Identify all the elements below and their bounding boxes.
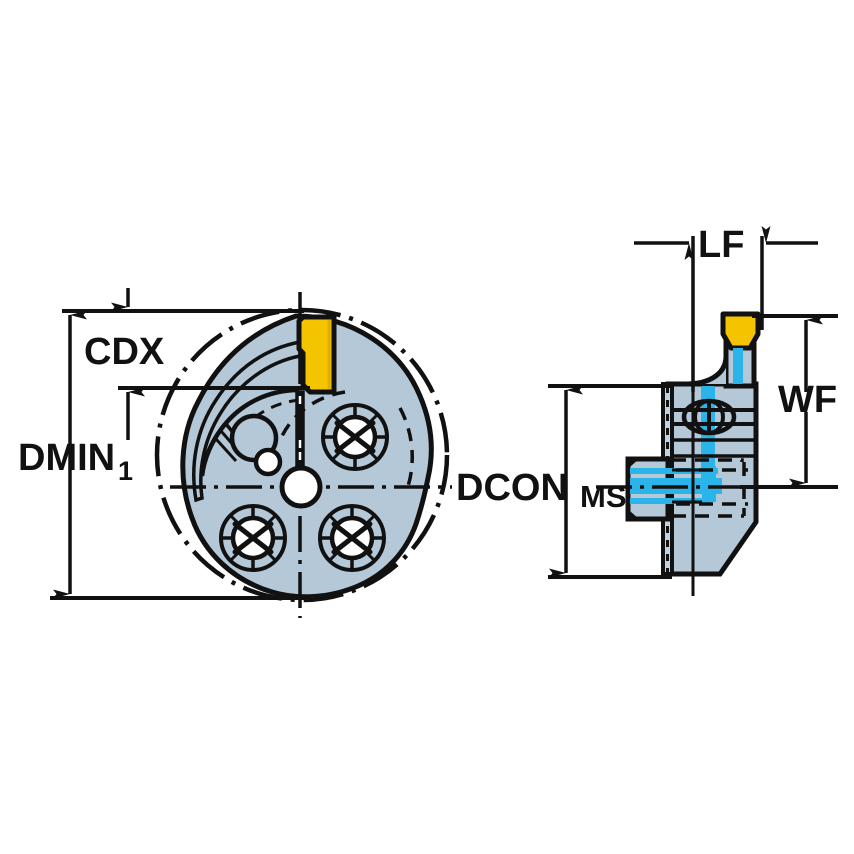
center-hole <box>279 465 323 509</box>
dimension-cdx: CDX <box>62 288 310 440</box>
screw-hole-right-upper <box>321 403 389 471</box>
side-view-neck-fillet-edge <box>685 355 729 387</box>
coolant-channel-junction <box>702 466 716 502</box>
dmin-label: DMIN <box>18 437 115 479</box>
screw-hole-left-lower <box>219 504 287 572</box>
ms-coupling-shank-chamfer-top <box>626 457 638 468</box>
pocket-face-line-3 <box>214 437 238 463</box>
dcon-label: DCON <box>456 467 568 509</box>
lf-label: LF <box>698 224 744 266</box>
screw-hole-right-lower <box>318 504 386 572</box>
wf-label: WF <box>778 379 837 421</box>
side-view-neck-fillet <box>692 360 726 384</box>
side-view-insert <box>720 311 761 351</box>
chip-pocket-edge <box>199 387 300 477</box>
clamp-screw <box>681 398 737 436</box>
dmin-subscript: 1 <box>118 456 133 486</box>
internal-coolant-arc <box>280 390 346 437</box>
internal-profile-arc-right <box>398 407 414 493</box>
dimension-dcon: DCON MS <box>456 384 672 579</box>
insert-seat-relief <box>192 339 302 503</box>
dimension-dmin: DMIN 1 <box>18 310 310 600</box>
dcon-subscript: MS <box>580 479 627 514</box>
cdx-label: CDX <box>84 331 165 373</box>
side-view <box>596 236 810 596</box>
front-view-insert <box>296 314 337 395</box>
dimension-wf: WF <box>740 314 838 489</box>
coolant-channel-horizontal-lower <box>630 498 710 504</box>
coolant-channel-riser <box>733 348 743 384</box>
ms-coupling-shank-chamfer-bottom <box>626 510 638 521</box>
coolant-outlet-small <box>253 447 283 477</box>
